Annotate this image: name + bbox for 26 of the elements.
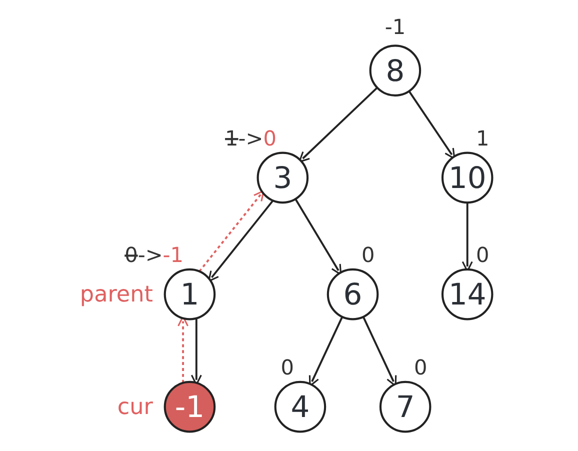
- node-circle: 7: [379, 380, 432, 433]
- node-circle: 3: [256, 152, 308, 204]
- balance-factor: 0: [476, 243, 490, 267]
- balance-factor: 1->0: [224, 126, 276, 150]
- balance-factor: 0: [361, 243, 375, 267]
- arrow: [208, 200, 274, 282]
- node-circle: 14: [441, 268, 494, 320]
- balance-factor: 0: [414, 356, 428, 380]
- node-circle: 6: [326, 268, 379, 320]
- arrow: [408, 90, 456, 160]
- node-circle: 1: [164, 268, 216, 320]
- node-circle: 4: [274, 380, 326, 433]
- node-circle: 8: [369, 44, 422, 96]
- node-circle: -1: [164, 380, 216, 433]
- balance-factor: 1: [476, 126, 490, 150]
- arrow: [294, 198, 342, 276]
- arrow: [198, 190, 264, 272]
- balance-factor: 0->-1: [124, 243, 184, 267]
- pointer-label: cur: [117, 394, 153, 420]
- balance-factor: 0: [280, 356, 294, 380]
- arrow: [362, 316, 397, 387]
- pointer-label: parent: [80, 282, 153, 308]
- balance-factor: -1: [384, 14, 406, 39]
- arrow: [308, 316, 344, 387]
- arrow: [298, 86, 378, 163]
- node-circle: 10: [441, 152, 494, 204]
